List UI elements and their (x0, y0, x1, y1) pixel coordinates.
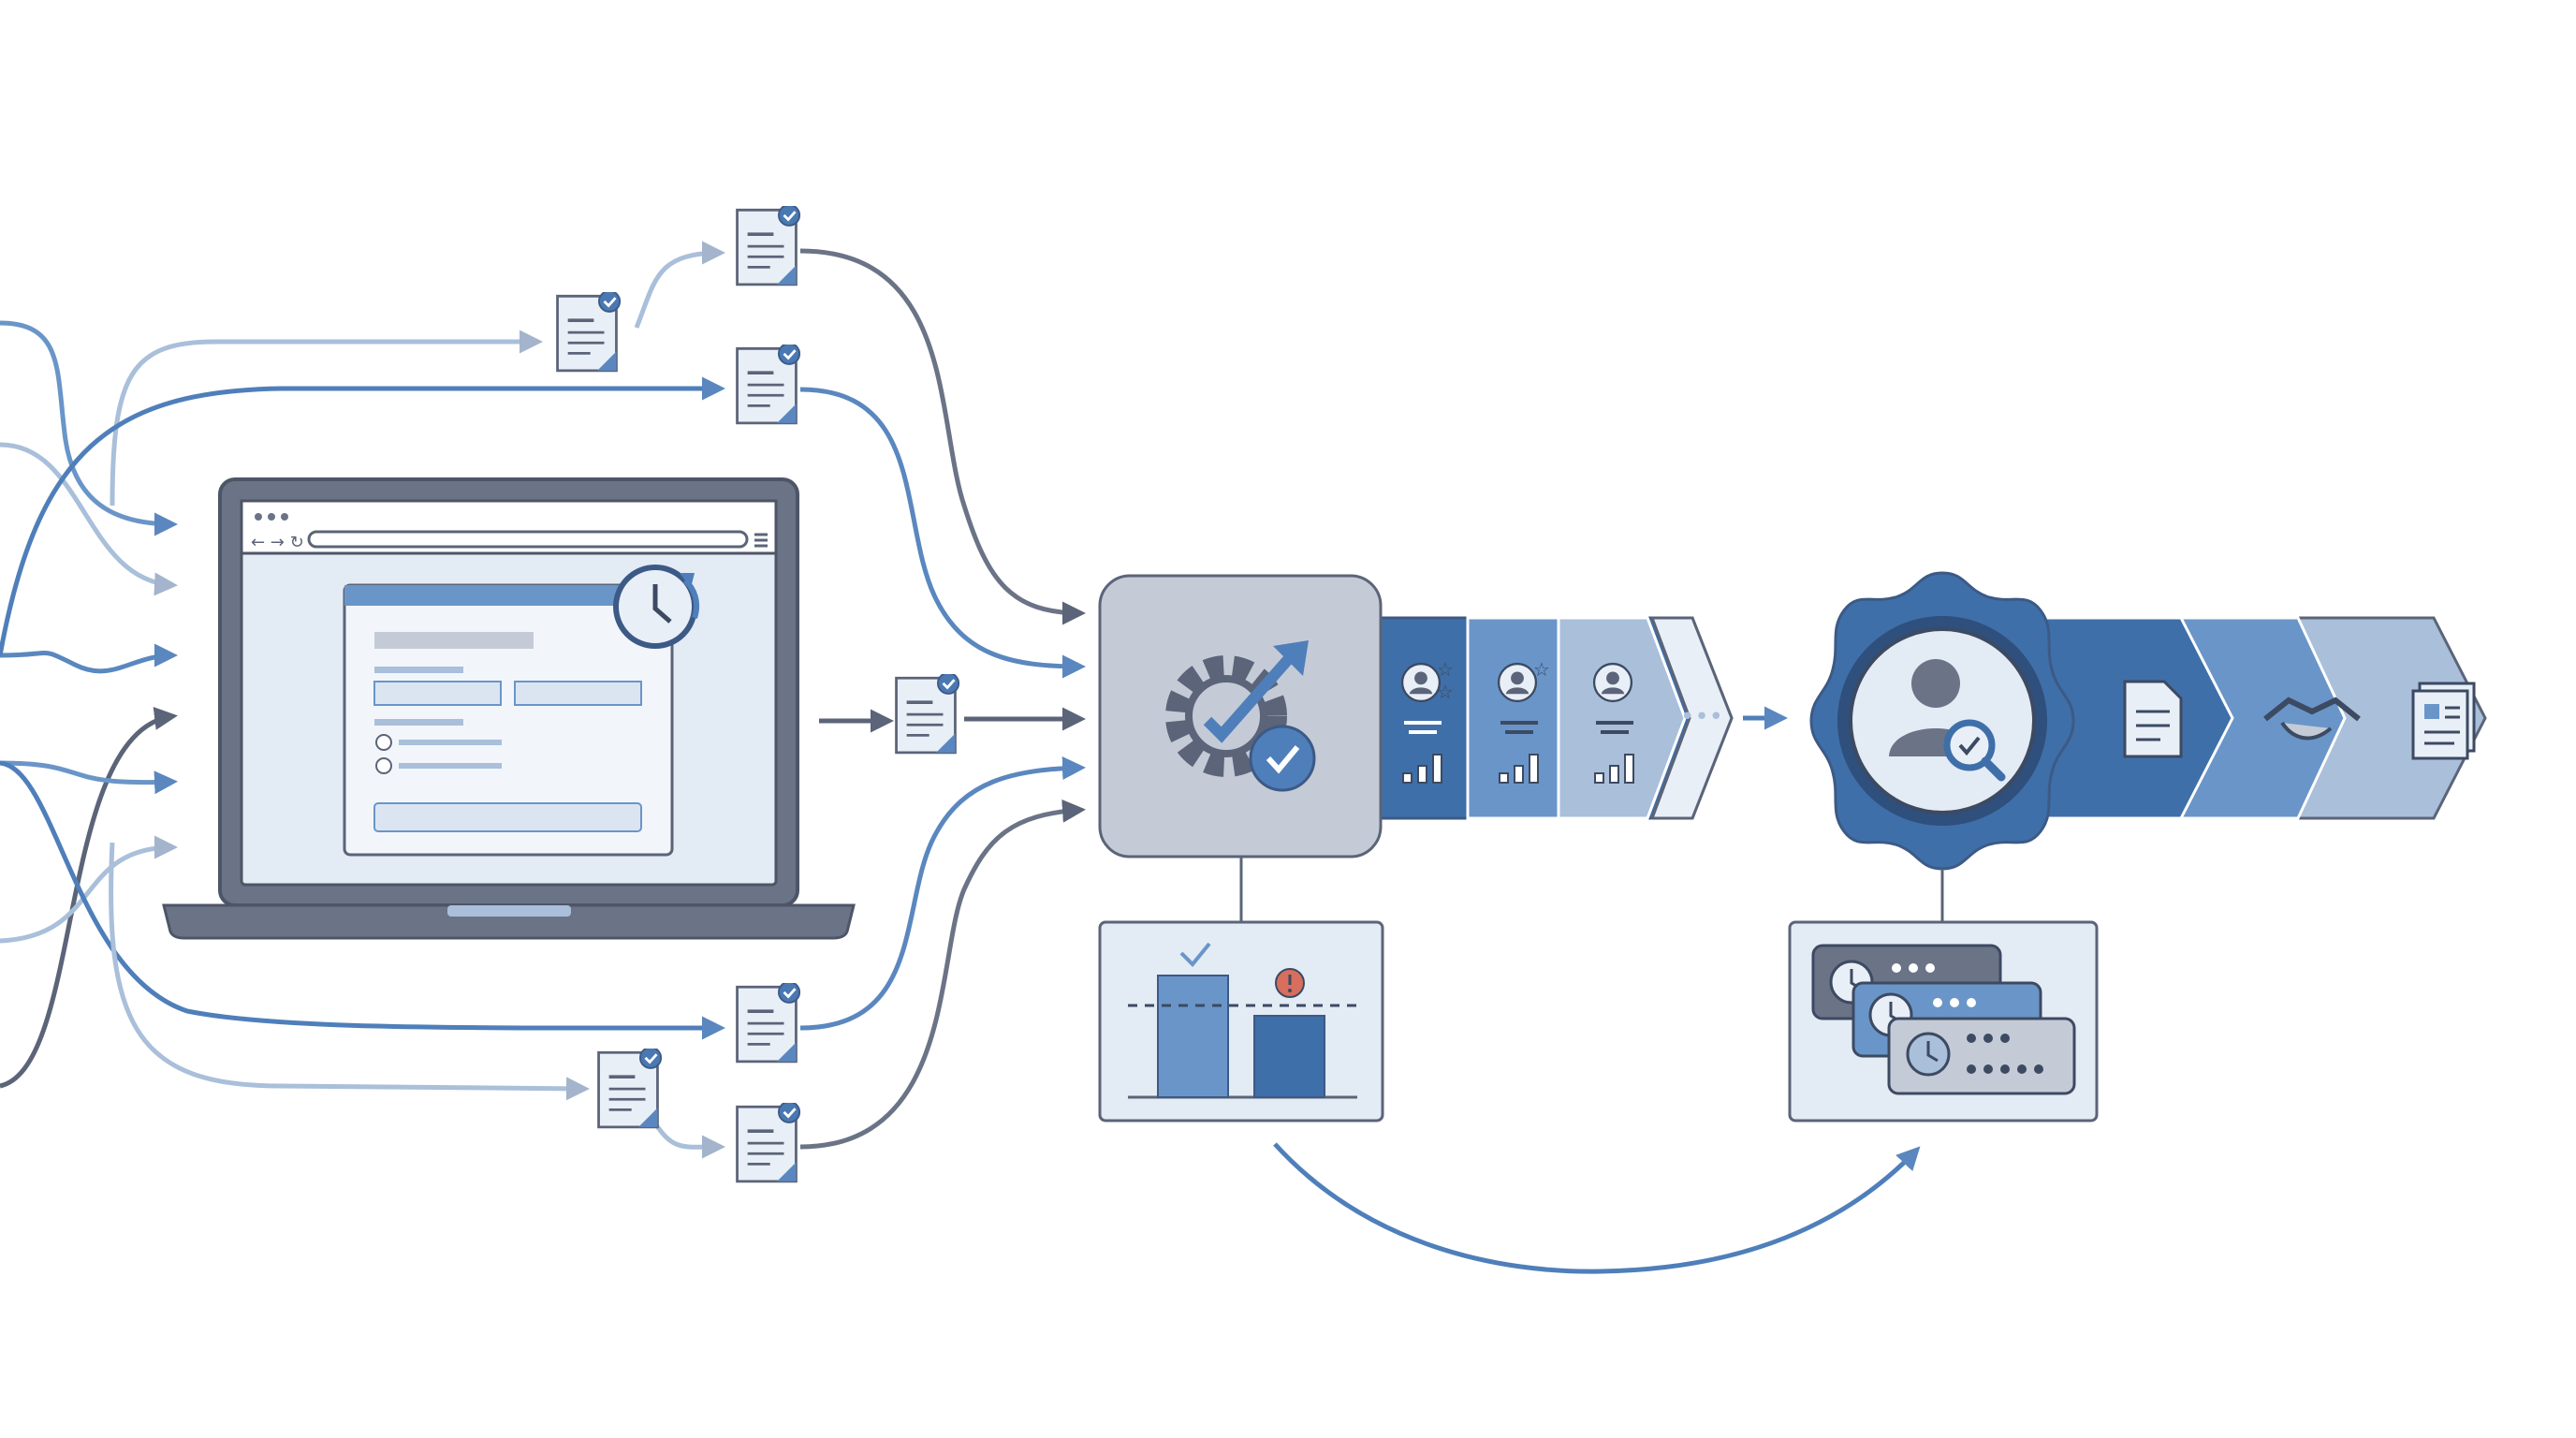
checked-document-icon (596, 1049, 663, 1129)
checked-document-icon (735, 206, 801, 286)
radio-option (375, 734, 392, 751)
checked-document-icon (735, 345, 801, 425)
handshake-icon (2263, 697, 2361, 741)
connector (652, 1122, 725, 1159)
flow-line (0, 707, 178, 1089)
flow-line (0, 760, 178, 795)
address-bar (307, 530, 749, 549)
flow-line (0, 643, 178, 674)
queue-card (1887, 1017, 2076, 1095)
laptop-trackpad-notch (447, 905, 571, 917)
flow-line (0, 442, 178, 596)
document-icon (2123, 680, 2183, 758)
seal-face (1849, 627, 2036, 814)
form-title-placeholder (374, 632, 534, 649)
candidate-card: ☆ ☆ (1400, 658, 1454, 784)
browser-nav-icons: ← → ↻ (251, 533, 304, 552)
bar-threshold-check-alert (1098, 920, 1384, 1123)
form-field (514, 681, 642, 706)
converge-line (799, 756, 1086, 1031)
svg-text:☆: ☆ (1437, 658, 1454, 681)
review-node (1809, 571, 2487, 871)
user-star-bars-icon (1592, 662, 1633, 703)
user-star-bars-icon (1400, 662, 1442, 703)
report-icon (2411, 682, 2476, 760)
candidate-card: ☆ (1497, 658, 1550, 784)
radio-option (375, 757, 392, 774)
chart-panel (1098, 920, 1384, 1123)
laptop-browser-form: ← → ↻ (162, 477, 856, 940)
flow-line (0, 835, 178, 944)
check-icon (1179, 942, 1211, 967)
browser-menu-icon (754, 533, 768, 548)
feedback-arc (1273, 1142, 1921, 1274)
document-connectors (634, 241, 894, 1159)
flow-line (0, 376, 725, 656)
flow-line (0, 760, 725, 1040)
flow-line (0, 320, 178, 536)
converging-lines (799, 248, 1086, 1150)
processor-node: ☆ ☆ ☆ ••• (1098, 574, 1734, 858)
converge-line (799, 799, 1086, 1150)
incoming-flow-lines (0, 320, 725, 1101)
user-magnifier-check-icon (1889, 659, 2006, 782)
checked-document-icon (555, 292, 622, 373)
form-submit-bar (373, 802, 642, 832)
flow-line (110, 330, 543, 506)
form-header (344, 585, 672, 606)
laptop-base (162, 903, 856, 940)
svg-text:☆: ☆ (1533, 658, 1550, 681)
checked-document-icon (894, 674, 960, 755)
checked-document-icon (735, 983, 801, 1064)
chart-bar (1157, 975, 1229, 1098)
candidate-card (1592, 662, 1634, 784)
chart-bar (1253, 1015, 1325, 1098)
svg-text:☆: ☆ (1437, 681, 1454, 703)
gear-check-growth-icon (1165, 640, 1316, 792)
connector (634, 241, 725, 329)
clock-refresh-icon (613, 565, 700, 649)
converge-line (799, 248, 1086, 625)
converge-line (799, 387, 1086, 679)
checked-document-icon (735, 1103, 801, 1183)
alert-icon (1275, 968, 1305, 998)
user-star-bars-icon (1497, 662, 1538, 703)
clock-stacked-cards (1788, 920, 2099, 1123)
form-field (373, 681, 502, 706)
ellipsis-icon: ••• (1680, 703, 1723, 731)
flow-line (109, 842, 590, 1101)
